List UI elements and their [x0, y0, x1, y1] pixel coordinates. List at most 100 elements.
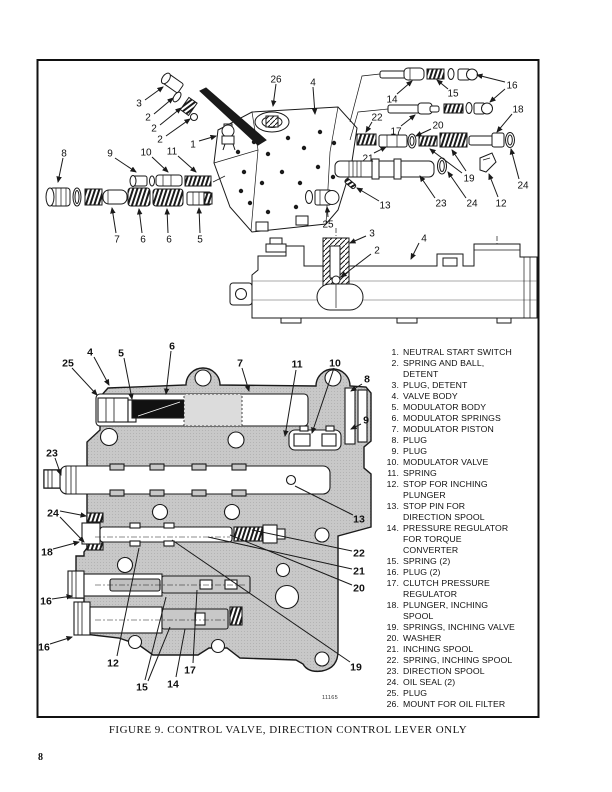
- parts-list-item: 26. MOUNT FOR OIL FILTER: [384, 699, 536, 710]
- callout-leader-line: [447, 171, 467, 199]
- part-name: VALVE BODY: [403, 391, 458, 401]
- callout-leader-line: [171, 539, 351, 663]
- part-number: 3.: [391, 380, 399, 390]
- parts-list-item: 16.PLUG (2): [384, 567, 536, 578]
- part-name: MODULATOR SPRINGS: [403, 413, 501, 423]
- plan-view-drawing: [43, 367, 372, 673]
- section-view-drawing: [229, 228, 538, 324]
- part-name: MODULATOR VALVE: [403, 457, 489, 467]
- callout-leader-line: [49, 636, 73, 645]
- callout-leader-line: [207, 536, 353, 570]
- part-number: 10.: [386, 457, 399, 467]
- part-name: PLUG (2): [403, 567, 441, 577]
- callout-leader-line: [251, 529, 353, 552]
- callout-number: 7: [114, 235, 120, 246]
- parts-list-item: 9. PLUG: [384, 446, 536, 457]
- callout-leader-line: [151, 156, 169, 173]
- parts-list-item: 3.PLUG, DETENT: [384, 380, 536, 391]
- part-number: 15.: [386, 556, 399, 566]
- illustration-number: 11165: [322, 695, 338, 701]
- callout-leader-line: [429, 148, 463, 174]
- parts-list-item: 25.PLUG: [384, 688, 536, 699]
- callout-number: 19: [350, 662, 362, 674]
- callout-leader-line: [509, 148, 520, 180]
- callout-leader-line: [54, 457, 62, 476]
- callout-number: 2: [374, 246, 380, 257]
- callout-leader-line: [52, 540, 80, 550]
- callout-number: 5: [118, 348, 124, 360]
- parts-list-item: 10. MODULATOR VALVE: [384, 457, 536, 468]
- parts-list-item: 5.MODULATOR BODY: [384, 402, 536, 413]
- parts-list-item: 19.SPRINGS, INCHING VALVE: [384, 622, 536, 633]
- callout-leader-line: [476, 73, 506, 83]
- callout-leader-line: [356, 187, 380, 202]
- callout-leader-line: [400, 114, 416, 127]
- callout-leader-line: [59, 516, 85, 543]
- callout-leader-line: [283, 369, 297, 437]
- callout-number: 2: [157, 135, 163, 146]
- callout-number: 25: [322, 220, 334, 231]
- part-name: OIL SEAL (2): [403, 677, 456, 687]
- part-name: NEUTRAL START SWITCH: [403, 347, 512, 357]
- callout-leader-line: [396, 80, 413, 95]
- part-name: MODULATOR PISTON: [403, 424, 494, 434]
- parts-list-item: 17.CLUTCH PRESSURE REGULATOR: [384, 578, 536, 600]
- parts-list-item: 6.MODULATOR SPRINGS: [384, 413, 536, 424]
- callout-leader-line: [350, 423, 362, 430]
- figure-border: [36, 59, 540, 718]
- callout-number: 7: [237, 358, 243, 370]
- part-name: DIRECTION SPOOL: [403, 666, 485, 676]
- part-name: SPRING, INCHING SPOOL: [403, 655, 513, 665]
- parts-list-item: 2.SPRING AND BALL, DETENT: [384, 358, 536, 380]
- callout-number: 1: [190, 140, 196, 151]
- part-number: 20.: [386, 633, 399, 643]
- parts-list-item: 8.PLUG: [384, 435, 536, 446]
- part-number: 17.: [386, 578, 399, 588]
- callout-leader-line: [59, 510, 87, 518]
- part-name: MOUNT FOR OIL FILTER: [403, 699, 506, 709]
- callout-number: 6: [169, 341, 175, 353]
- callout-number: 2: [145, 113, 151, 124]
- callout-number: 23: [46, 448, 58, 460]
- callout-leader-line: [436, 79, 449, 90]
- part-number: 26.: [386, 699, 399, 709]
- callout-leader-line: [114, 157, 137, 173]
- callout-leader-line: [165, 118, 191, 137]
- callout-number: 10: [140, 148, 152, 159]
- exploded-view-drawing: [45, 67, 515, 233]
- part-number: 9.: [391, 446, 399, 456]
- callout-number: 8: [364, 374, 370, 386]
- callout-number: 3: [136, 99, 142, 110]
- callout-number: 18: [512, 105, 524, 116]
- part-number: 23.: [386, 666, 399, 676]
- callout-leader-line: [71, 367, 98, 396]
- callout-leader-line: [198, 134, 217, 142]
- callout-number: 21: [362, 154, 374, 165]
- callout-number: 6: [166, 235, 172, 246]
- callout-leader-line: [144, 596, 167, 681]
- parts-list-item: 24.OIL SEAL (2): [384, 677, 536, 688]
- part-name: PLUG: [403, 435, 428, 445]
- part-number: 21.: [386, 644, 399, 654]
- callout-leader-line: [144, 86, 164, 101]
- callout-number: 18: [41, 547, 53, 559]
- part-name: INCHING SPOOL: [403, 644, 474, 654]
- callout-number: 6: [140, 235, 146, 246]
- part-name: WASHER: [403, 633, 442, 643]
- callout-number: 12: [107, 658, 119, 670]
- callout-number: 17: [390, 127, 402, 138]
- callout-leader-line: [365, 121, 373, 133]
- part-number: 12.: [386, 479, 399, 489]
- callout-number: 13: [353, 514, 365, 526]
- callout-number: 8: [61, 149, 67, 160]
- callout-leader-line: [373, 146, 387, 154]
- callout-number: 24: [466, 199, 478, 210]
- callout-number: 11: [291, 359, 302, 371]
- parts-list-item: 12.STOP FOR INCHING PLUNGER: [384, 479, 536, 501]
- parts-list-item: 15.SPRING (2): [384, 556, 536, 567]
- part-name: PLUG: [403, 446, 428, 456]
- callout-number: 3: [369, 229, 375, 240]
